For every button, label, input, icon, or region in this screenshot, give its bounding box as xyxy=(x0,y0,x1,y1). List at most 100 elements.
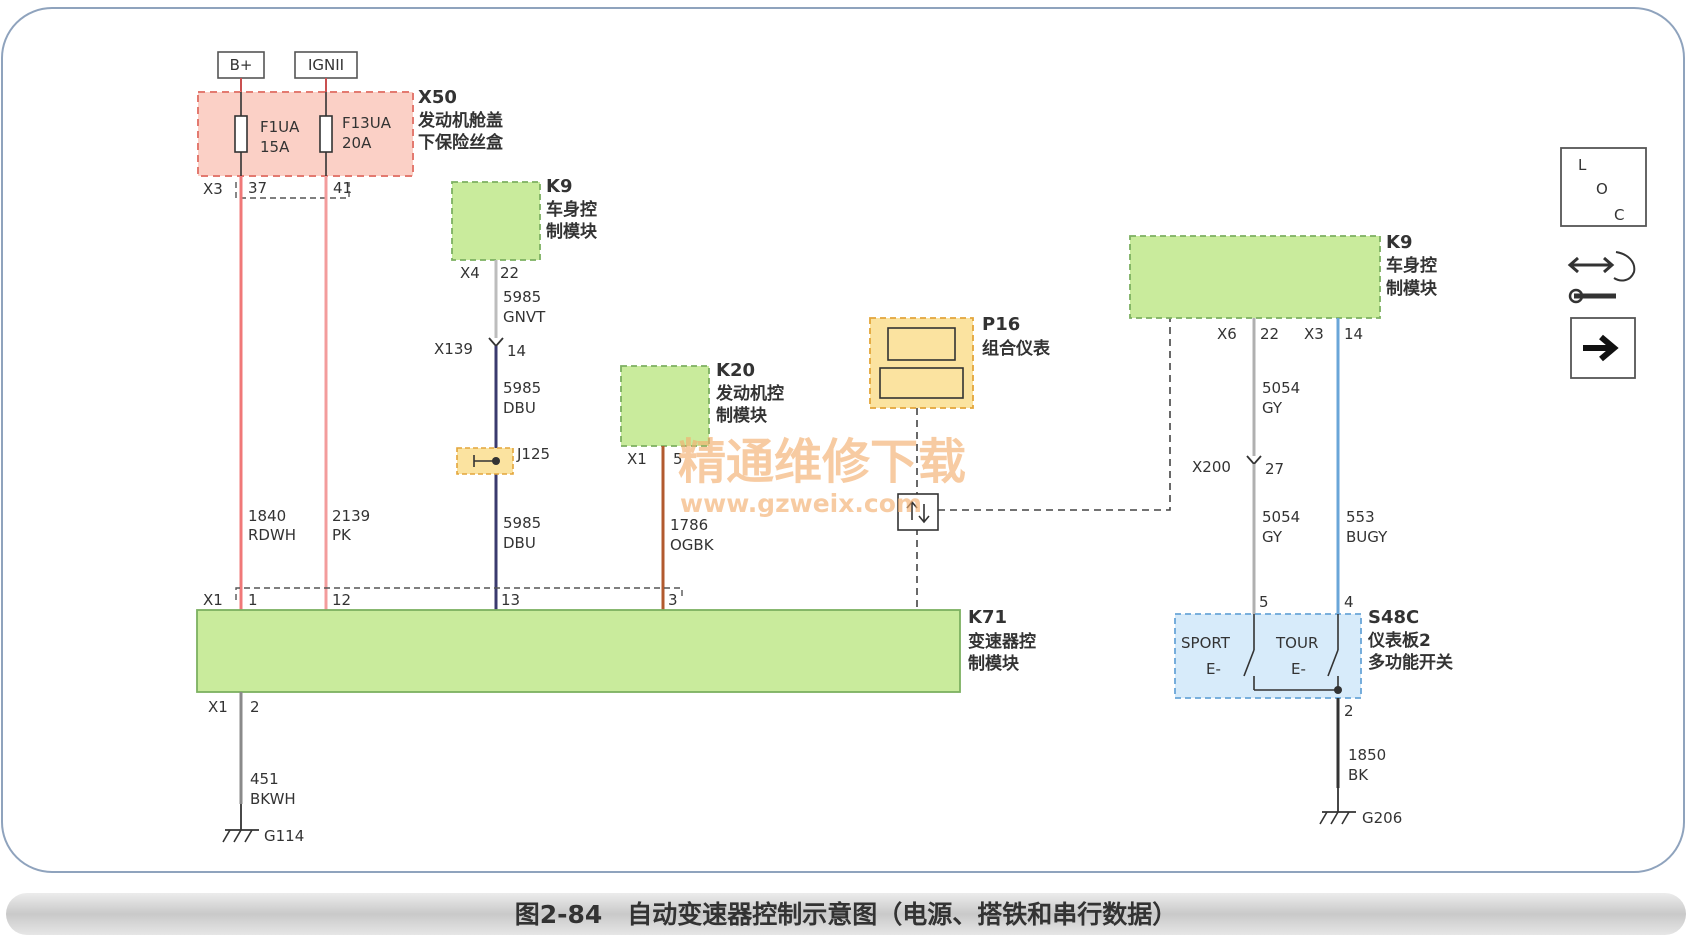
wire-1850-number: 1850 xyxy=(1348,746,1386,764)
s48c-e-left: E- xyxy=(1206,660,1221,678)
wire-5054-lower-color: GY xyxy=(1262,528,1283,546)
p16-code: P16 xyxy=(982,314,1020,335)
k9-left-connector: X4 xyxy=(460,264,480,282)
caption-bar xyxy=(6,893,1686,935)
k20-name-line2: 制模块 xyxy=(716,405,768,426)
f1ua-fuse-icon xyxy=(234,115,248,153)
x200-pin: 27 xyxy=(1265,460,1284,478)
f13ua-label: F13UA xyxy=(342,114,392,132)
wire-5054-lower-number: 5054 xyxy=(1262,508,1300,526)
j125-label: J125 xyxy=(516,445,550,463)
k9-left-name-line2: 制模块 xyxy=(546,221,598,242)
x50-fuse-box xyxy=(197,91,414,177)
k9-right-module xyxy=(1129,235,1381,319)
watermark-text: 精通维修下载 xyxy=(678,434,966,490)
sport-switch-contact-icon xyxy=(1243,649,1255,677)
k71-code: K71 xyxy=(968,607,1007,628)
x200-connector-icon xyxy=(1246,455,1262,466)
wire-5985-dbu-lower-number: 5985 xyxy=(503,514,541,532)
f13ua-rating: 20A xyxy=(342,134,372,152)
wire-1840-number: 1840 xyxy=(248,507,286,525)
tour-switch-contact-icon xyxy=(1327,649,1339,677)
g206-label: G206 xyxy=(1362,809,1402,827)
serial-data-line-k9 xyxy=(938,318,1171,511)
s48c-sport-label: SPORT xyxy=(1181,634,1231,652)
x50-code: X50 xyxy=(418,87,457,108)
k71-module xyxy=(196,609,961,693)
s48c-splice-dot xyxy=(1334,686,1342,694)
k71-name-line2: 制模块 xyxy=(968,653,1020,674)
k71-pin-1: 1 xyxy=(248,591,258,609)
k9-right-pin-b: 14 xyxy=(1344,325,1363,343)
wire-1786-color: OGBK xyxy=(670,536,715,554)
s48c-pin-2: 2 xyxy=(1344,702,1354,720)
x50-connector-bracket xyxy=(235,182,350,199)
wire-553-number: 553 xyxy=(1346,508,1375,526)
wire-2139-color: PK xyxy=(332,526,352,544)
wire-5985-gnvt-number: 5985 xyxy=(503,288,541,306)
k71-pin-2: 2 xyxy=(250,698,260,716)
k9-right-name-line2: 制模块 xyxy=(1386,278,1438,299)
wire-553-color: BUGY xyxy=(1346,528,1388,546)
x50-connector: X3 xyxy=(203,180,223,198)
f1ua-label: F1UA xyxy=(260,118,300,136)
k71-pin-3: 3 xyxy=(668,591,678,609)
s48c-name-line1: 仪表板2 xyxy=(1367,630,1431,651)
x50-name-line1: 发动机舱盖 xyxy=(417,110,503,131)
g114-ground-hatch xyxy=(222,829,253,843)
j125-splice-dot xyxy=(492,457,500,465)
wire-451-color: BKWH xyxy=(250,790,296,808)
x50-pin-41: 41 xyxy=(333,179,352,197)
s48c-pin-5: 5 xyxy=(1259,593,1269,611)
s48c-name-line2: 多功能开关 xyxy=(1368,652,1453,673)
figure-caption: 图2-84 自动变速器控制示意图（电源、搭铁和串行数据） xyxy=(515,900,1178,929)
watermark-url: www.gzweix.com xyxy=(680,489,922,518)
wire-5054-upper-color: GY xyxy=(1262,399,1283,417)
serial-data-arrows-icon xyxy=(906,500,930,524)
wire-5054-upper-number: 5054 xyxy=(1262,379,1300,397)
k71-pin-13: 13 xyxy=(501,591,520,609)
wire-1850-color: BK xyxy=(1348,766,1369,784)
k71-pin-12: 12 xyxy=(332,591,351,609)
p16-gauge-icon xyxy=(879,367,964,399)
x139-connector: X139 xyxy=(434,340,473,358)
s48c-code: S48C xyxy=(1368,607,1419,628)
p16-name: 组合仪表 xyxy=(982,338,1051,359)
loc-icon-l: L xyxy=(1578,156,1587,174)
wire-1786-number: 1786 xyxy=(670,516,708,534)
k9-right-name-line1: 车身控 xyxy=(1386,255,1437,276)
k9-right-connector-b: X3 xyxy=(1304,325,1324,343)
k9-right-pin-a: 22 xyxy=(1260,325,1279,343)
wire-2139-number: 2139 xyxy=(332,507,370,525)
g114-label: G114 xyxy=(264,827,304,845)
loc-icon-box[interactable] xyxy=(1560,147,1647,227)
x139-pin: 14 xyxy=(507,342,526,360)
k9-left-code: K9 xyxy=(546,176,572,197)
k71-name-line1: 变速器控 xyxy=(968,631,1036,652)
k20-connector: X1 xyxy=(627,450,647,468)
wire-5985-gnvt-color: GNVT xyxy=(503,308,546,326)
k20-pin: 5 xyxy=(673,450,683,468)
s48c-e-right: E- xyxy=(1291,660,1306,678)
connector-tool-icon[interactable] xyxy=(1567,251,1636,304)
bplus-label: B+ xyxy=(230,56,253,74)
k71-connector-bracket xyxy=(235,587,683,600)
x50-name-line2: 下保险丝盒 xyxy=(418,132,504,153)
x200-connector: X200 xyxy=(1192,458,1231,476)
x50-pin-37: 37 xyxy=(248,179,267,197)
p16-display-icon xyxy=(887,327,956,361)
g206-ground-hatch xyxy=(1319,811,1350,825)
k9-right-code: K9 xyxy=(1386,232,1412,253)
k71-top-connector: X1 xyxy=(203,591,223,609)
s48c-pin-4: 4 xyxy=(1344,593,1354,611)
wire-5985-dbu-upper-number: 5985 xyxy=(503,379,541,397)
diagram-frame xyxy=(1,7,1685,873)
x139-connector-icon xyxy=(488,337,504,348)
k9-left-pin: 22 xyxy=(500,264,519,282)
k9-left-name-line1: 车身控 xyxy=(546,199,597,220)
ign-label: IGNII xyxy=(308,56,344,74)
s48c-tour-label: TOUR xyxy=(1275,634,1318,652)
s48c-switch-box xyxy=(1174,613,1362,699)
